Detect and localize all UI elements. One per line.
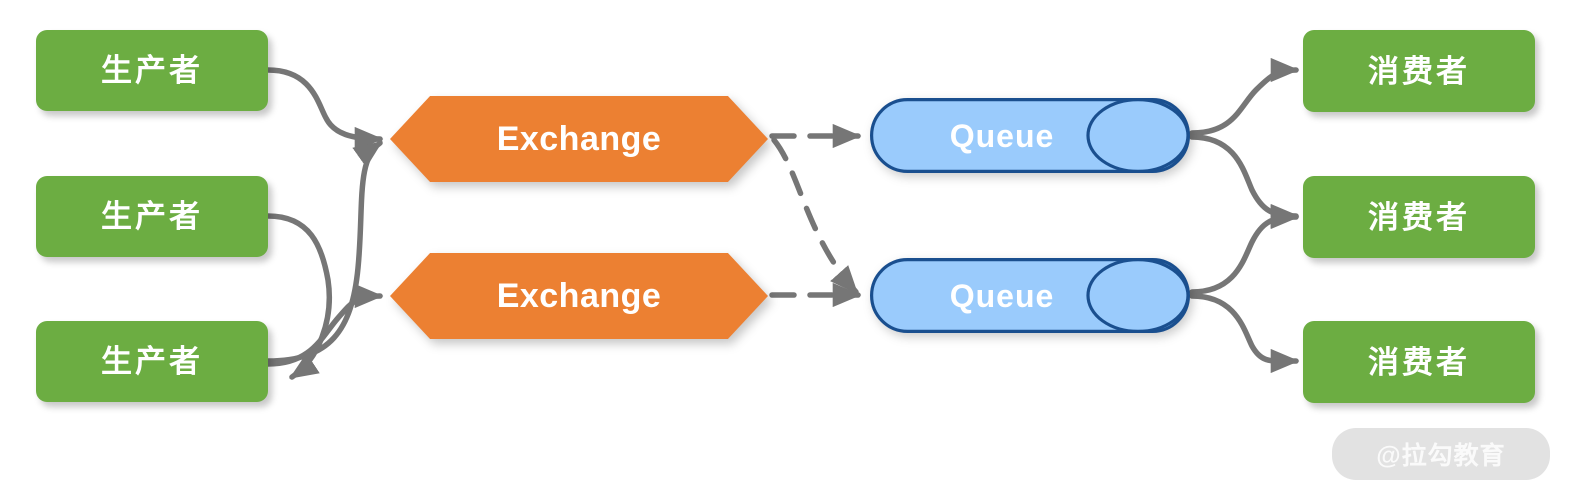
exchange-hexagon-shape-1 (390, 96, 768, 182)
consumer-label-1: 消费者 (1368, 53, 1470, 89)
connector-exchange1-queue2 (771, 137, 859, 295)
exchange-node-2[interactable]: Exchange (390, 253, 768, 339)
queue-node-2[interactable]: Queue (870, 257, 1190, 334)
consumer-label-2: 消费者 (1368, 199, 1470, 235)
queue-shape-2 (870, 257, 1190, 334)
connector-queue2-consumer3 (1189, 293, 1300, 374)
producer-node-1[interactable]: 生产者 (36, 30, 268, 111)
exchange-hexagon-shape-2 (390, 253, 768, 339)
producer-label-3: 生产者 (101, 344, 203, 379)
producer-node-2[interactable]: 生产者 (36, 176, 268, 257)
consumer-node-2[interactable]: 消费者 (1303, 176, 1535, 258)
exchange-node-1[interactable]: Exchange (390, 96, 768, 182)
consumer-label-3: 消费者 (1368, 344, 1470, 380)
watermark-badge: @拉勾教育 (1332, 428, 1550, 480)
producer-node-3[interactable]: 生产者 (36, 321, 268, 402)
producer-label-1: 生产者 (101, 53, 203, 88)
exchange-label-1: Exchange (496, 120, 662, 158)
connector-producer1-exchange1 (265, 67, 384, 152)
exchange-label-2: Exchange (496, 277, 662, 315)
consumer-node-3[interactable]: 消费者 (1303, 321, 1535, 403)
connector-queue1-consumer1 (1189, 57, 1300, 136)
queue-shape-1 (870, 97, 1190, 174)
consumer-node-1[interactable]: 消费者 (1303, 30, 1535, 112)
queue-label-1: Queue (949, 117, 1055, 154)
connector-producer3-exchange2 (265, 283, 384, 367)
connector-queue2-consumer2 (1189, 204, 1300, 295)
connector-producer2-exchange2 (265, 213, 332, 380)
producer-label-2: 生产者 (101, 199, 203, 234)
queue-node-1[interactable]: Queue (870, 97, 1190, 174)
queue-label-2: Queue (949, 277, 1055, 314)
connector-queue1-consumer2 (1189, 134, 1300, 229)
watermark-text: @拉勾教育 (1376, 442, 1506, 470)
